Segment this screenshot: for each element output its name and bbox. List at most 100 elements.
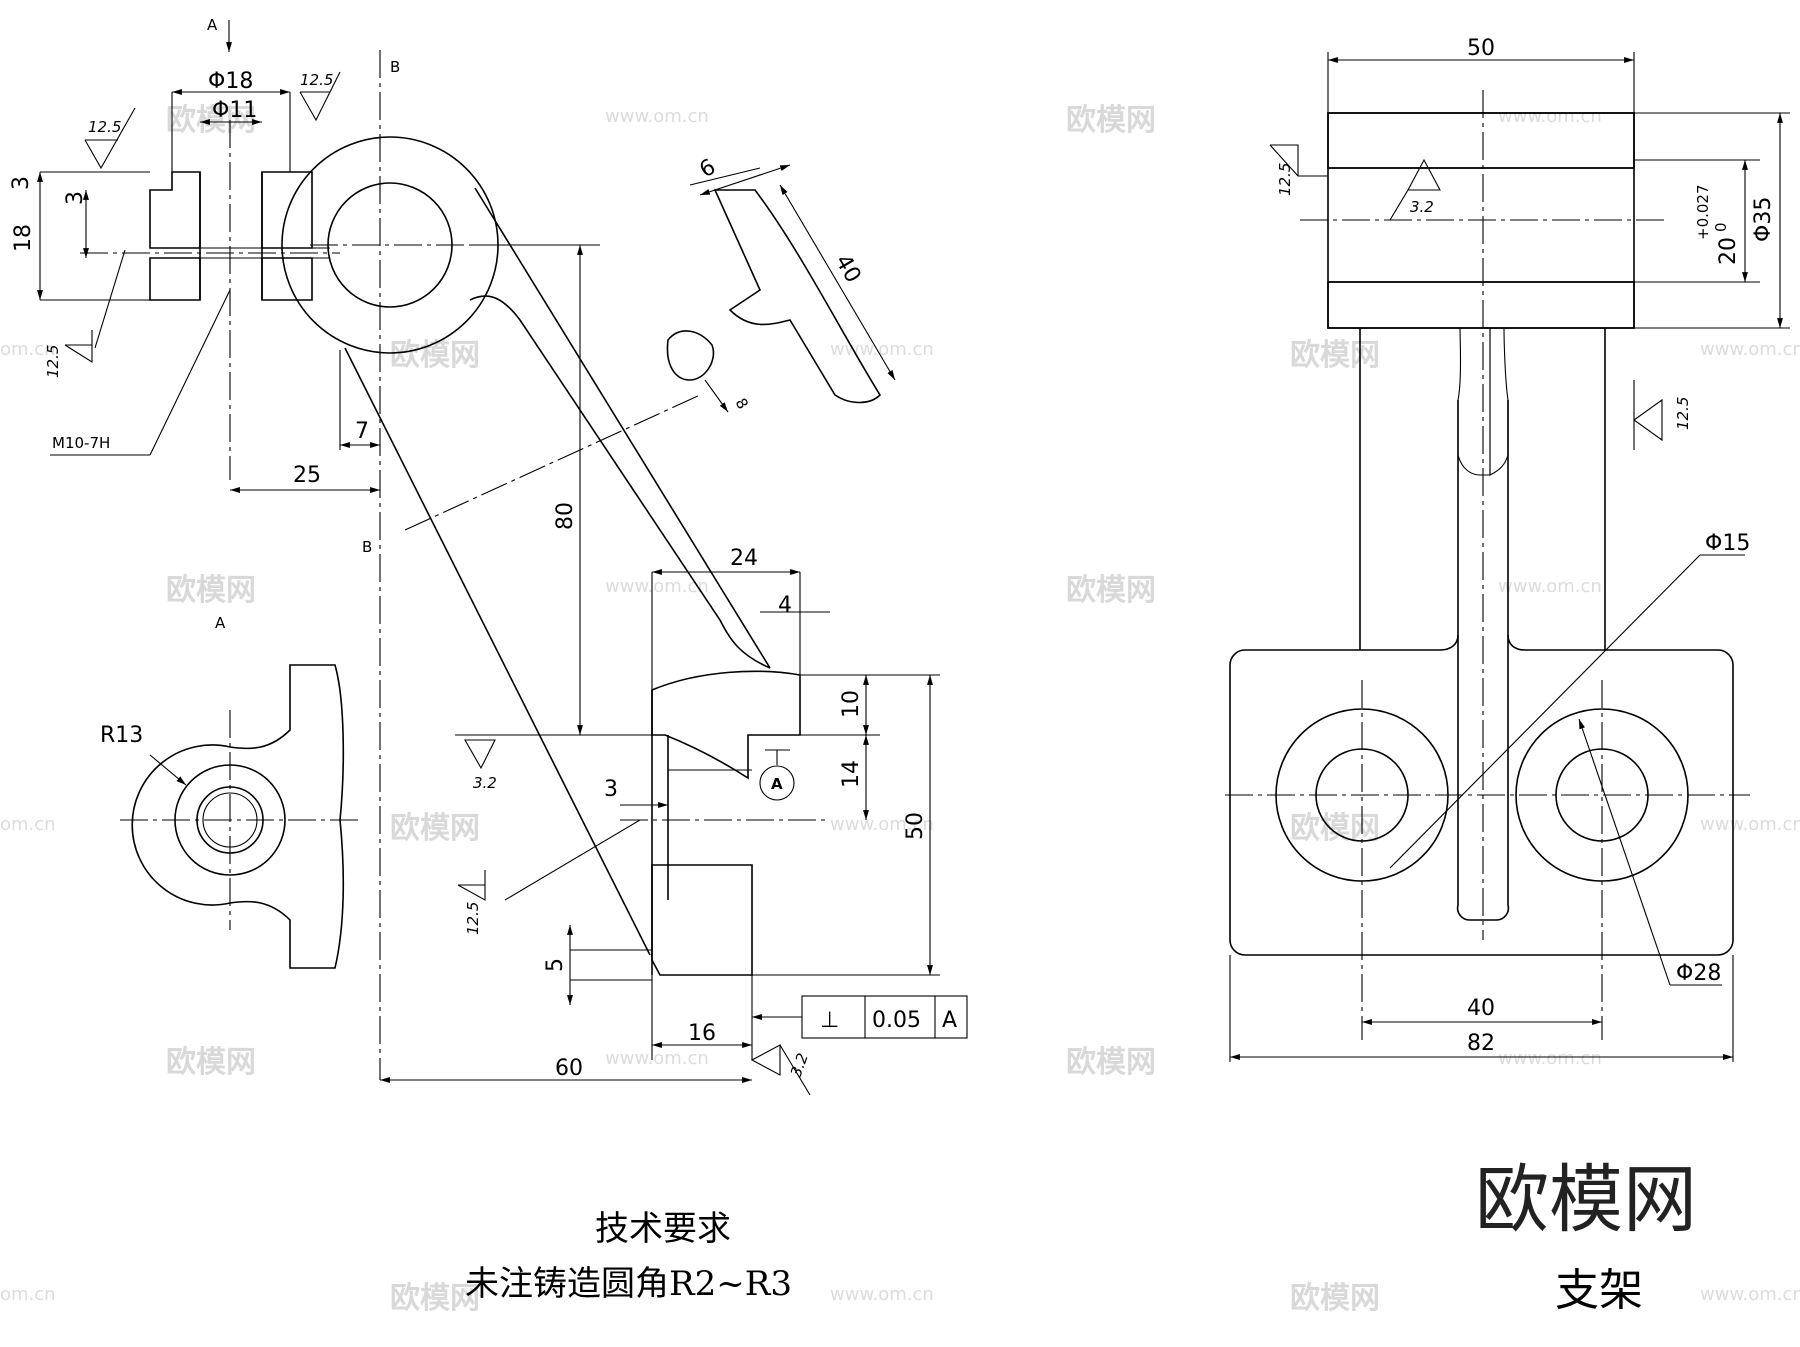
view-label: A bbox=[207, 16, 218, 34]
watermark-url: www.om.cn bbox=[605, 576, 709, 597]
watermark-brand: 欧模网 bbox=[1066, 103, 1156, 138]
leader bbox=[94, 249, 126, 349]
tolerance-symbol: ⊥ bbox=[820, 1008, 839, 1033]
foot-section-upper bbox=[651, 670, 801, 780]
front-section-view: A B B A M10-7H Φ18 Φ11 3 3 18 7 25 80 6 … bbox=[9, 16, 968, 1096]
dim-line bbox=[704, 379, 729, 413]
roughness-value: 12.5 bbox=[88, 118, 121, 136]
dim-leader bbox=[1389, 554, 1701, 869]
roughness-symbol bbox=[457, 870, 486, 901]
dim-leader bbox=[1578, 718, 1671, 986]
dim-tolerance: 0 bbox=[1712, 222, 1730, 232]
rib-section bbox=[713, 189, 882, 404]
part-name: 支架 bbox=[1555, 1265, 1643, 1316]
watermark-url: www.om.cn bbox=[1498, 106, 1602, 127]
dim-text: 7 bbox=[355, 419, 369, 444]
watermark-url: www.om.cn bbox=[1700, 814, 1800, 835]
watermark-url: www.om.cn bbox=[1498, 1048, 1602, 1069]
base-plate bbox=[1229, 634, 1734, 956]
dim-text: 3 bbox=[9, 176, 34, 190]
notes-block: 技术要求 未注铸造圆角R2~R3 bbox=[465, 1209, 792, 1304]
radius-leader bbox=[149, 754, 187, 786]
dim-text: 14 bbox=[839, 760, 864, 788]
roughness-value: 12.5 bbox=[1674, 397, 1692, 430]
tolerance-value: 0.05 bbox=[872, 1008, 921, 1033]
boss-section-upper-left bbox=[149, 171, 201, 249]
watermark-url: www.om.cn bbox=[1700, 339, 1800, 360]
roughness-symbol bbox=[464, 739, 496, 770]
dim-line bbox=[699, 164, 791, 196]
dim-text: 50 bbox=[903, 812, 928, 840]
dim-text: 4 bbox=[778, 593, 792, 618]
dim-text: 20 bbox=[1716, 237, 1741, 265]
roughness-symbol bbox=[1269, 144, 1328, 177]
roughness-value: 3.2 bbox=[473, 774, 497, 792]
watermark-url: www.om.cn bbox=[605, 1048, 709, 1069]
watermark-brand: 欧模网 bbox=[1290, 338, 1380, 373]
dim-text: 25 bbox=[293, 463, 321, 488]
top-bore-section-lower bbox=[1327, 281, 1635, 329]
view-a: R13 bbox=[100, 664, 360, 969]
brand-logo: 欧模网 bbox=[1475, 1157, 1697, 1243]
roughness-symbol bbox=[299, 71, 341, 122]
watermark-url: www.om.cn bbox=[830, 1284, 934, 1305]
side-view: 50 20 +0.027 0 Φ35 Φ15 Φ28 40 82 12.5 3.… bbox=[1225, 36, 1790, 1062]
watermark-brand: 欧模网 bbox=[1290, 1281, 1380, 1316]
dim-text: Φ11 bbox=[212, 98, 257, 123]
dim-text: 60 bbox=[555, 1056, 583, 1081]
arm-edge-outer bbox=[344, 347, 651, 956]
watermark-brand: 欧模网 bbox=[1066, 573, 1156, 608]
dim-text: Φ15 bbox=[1705, 531, 1750, 556]
dim-line bbox=[779, 184, 896, 381]
roughness-symbol bbox=[1633, 398, 1663, 442]
dim-text: 18 bbox=[11, 224, 36, 252]
watermark-brand: 欧模网 bbox=[166, 1045, 256, 1080]
dim-text: 24 bbox=[730, 546, 758, 571]
notes-text: 未注铸造圆角R2~R3 bbox=[465, 1264, 792, 1304]
section-label: B bbox=[362, 538, 372, 556]
watermark-brand: 欧模网 bbox=[166, 573, 256, 608]
centerline-arm bbox=[404, 394, 701, 531]
dim-text: 50 bbox=[1467, 36, 1495, 61]
tolerance-datum: A bbox=[942, 1008, 957, 1033]
roughness-value: 12.5 bbox=[1276, 163, 1294, 196]
rib-web-section bbox=[1457, 327, 1491, 476]
dim-text: 82 bbox=[1467, 1031, 1495, 1056]
watermark-url: www.om.cn bbox=[830, 814, 934, 835]
dim-text: R13 bbox=[100, 723, 143, 748]
roughness-symbol bbox=[750, 1044, 811, 1096]
dim-text: 5 bbox=[543, 958, 568, 972]
dim-text: 16 bbox=[688, 1021, 716, 1046]
roughness-value: 3.2 bbox=[787, 1051, 812, 1080]
roughness-symbol bbox=[64, 330, 93, 363]
view-label: A bbox=[215, 614, 226, 632]
watermark-layer: 欧模网 www.om.cn 欧模网 www.om.cn om.cn 欧模网 ww… bbox=[0, 103, 1800, 1316]
dim-text: 3 bbox=[604, 777, 618, 802]
rib-web bbox=[1456, 400, 1510, 921]
watermark-url: www.om.cn bbox=[605, 106, 709, 127]
arm-edge bbox=[474, 187, 771, 669]
roughness-value: 12.5 bbox=[300, 71, 333, 89]
datum-letter: A bbox=[771, 775, 783, 793]
leader bbox=[149, 289, 231, 456]
dim-text: Φ28 bbox=[1676, 961, 1721, 986]
view-a-outline bbox=[131, 664, 345, 969]
dim-text: 8 bbox=[732, 395, 752, 412]
watermark-url: om.cn bbox=[0, 339, 56, 360]
leader bbox=[504, 819, 641, 901]
title-block: 欧模网 支架 bbox=[1475, 1157, 1697, 1316]
dim-text: 40 bbox=[830, 251, 866, 288]
datum-circle bbox=[759, 765, 795, 801]
dim-text: 80 bbox=[553, 502, 578, 530]
roughness-value: 3.2 bbox=[1410, 198, 1434, 216]
roughness-value: 12.5 bbox=[464, 902, 482, 935]
rib-web-section bbox=[1489, 327, 1509, 476]
watermark-brand: 欧模网 bbox=[390, 1281, 480, 1316]
foot-section-lower bbox=[651, 864, 753, 976]
notes-title: 技术要求 bbox=[595, 1209, 731, 1249]
watermark-url: om.cn bbox=[0, 1284, 56, 1305]
watermark-url: om.cn bbox=[0, 814, 56, 835]
dim-text: Φ18 bbox=[208, 69, 253, 94]
watermark-brand: 欧模网 bbox=[1066, 1045, 1156, 1080]
